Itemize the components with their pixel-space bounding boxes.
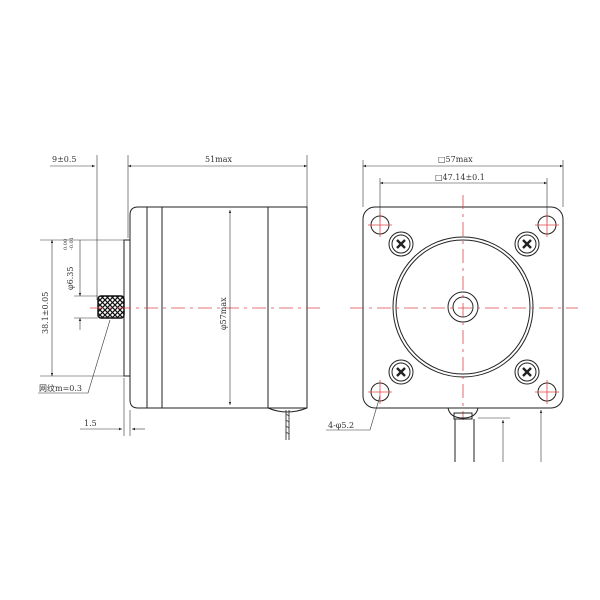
mounting-holes (368, 213, 559, 404)
knurl-note: 网纹m=0.3 (39, 383, 82, 393)
mounting-holes-dim: 4-φ5.2 (328, 421, 354, 430)
knurled-shaft (97, 295, 125, 319)
side-view: 9±0.5 51max 38.1±0.05 φ6.35 0.00 -0.01 φ… (38, 155, 320, 440)
hole-spacing-dim: □47.14±0.1 (435, 173, 485, 182)
pilot-height-dim: 1.5 (84, 419, 97, 428)
motor-body (129, 206, 308, 409)
shaft-diameter-dim: φ6.35 (66, 267, 75, 290)
body-diameter-dim: φ57max (219, 297, 228, 330)
shaft-length-dim: 9±0.5 (52, 155, 77, 164)
front-view: □57max □47.14±0.1 4-φ5.2 (326, 155, 578, 462)
frame-size-dim: □57max (438, 155, 473, 164)
pilot-diameter-dim: 38.1±0.05 (41, 292, 50, 334)
shaft-tol-lower: -0.01 (69, 237, 75, 250)
shaft-tol-upper: 0.00 (63, 239, 69, 250)
screws (388, 231, 540, 385)
body-length-dim: 51max (205, 155, 233, 164)
